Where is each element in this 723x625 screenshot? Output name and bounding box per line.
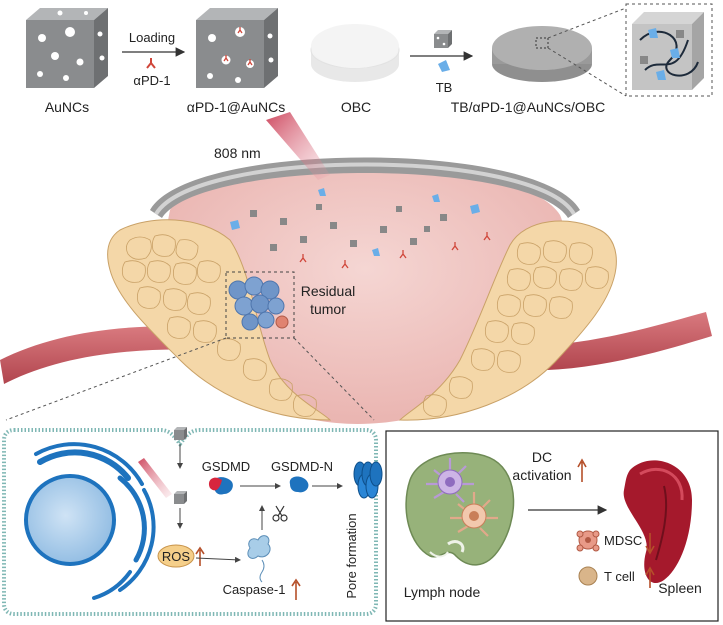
laser-beam bbox=[266, 112, 330, 180]
tb-crystal-icon bbox=[438, 60, 450, 72]
tcell-label: T cell bbox=[604, 569, 635, 584]
residual-label-line2: tumor bbox=[310, 301, 346, 317]
ros-badge bbox=[157, 544, 195, 568]
spleen-label: Spleen bbox=[658, 580, 702, 596]
dc-label-line2: activation bbox=[512, 467, 571, 483]
normal-cells-left bbox=[121, 234, 317, 417]
obc-label: OBC bbox=[341, 99, 371, 115]
lymph-label: Lymph node bbox=[404, 584, 481, 600]
obc-disc-icon bbox=[310, 24, 400, 82]
gsdmd-label: GSDMD bbox=[202, 459, 250, 474]
tb-label: TB bbox=[436, 80, 453, 95]
normal-tissue-left bbox=[107, 219, 332, 421]
antibody-icon bbox=[146, 58, 156, 69]
normal-tissue-right bbox=[398, 220, 617, 421]
cell-laser-icon bbox=[138, 458, 172, 498]
gsdmd-protein-icon bbox=[208, 477, 233, 495]
scissors-icon bbox=[272, 505, 288, 522]
aunc-label: AuNCs bbox=[45, 99, 89, 115]
apd1-aunc-label: αPD-1@AuNCs bbox=[187, 99, 286, 115]
caspase-icon bbox=[247, 535, 271, 583]
residual-tumor-box bbox=[225, 271, 295, 339]
residual-label-line1: Residual bbox=[301, 283, 355, 299]
apd1-aunc-cube-icon bbox=[196, 8, 278, 88]
cell-cube-top-icon bbox=[174, 427, 187, 440]
caspase-label: Caspase-1 bbox=[223, 582, 286, 597]
mdsc-cell-icon bbox=[576, 530, 600, 552]
obc-film-highlight bbox=[154, 162, 576, 216]
dendritic-cell-icon-2 bbox=[450, 492, 498, 537]
nucleus-icon bbox=[24, 442, 156, 600]
cell-membrane bbox=[2, 428, 378, 616]
apd1-label: αPD-1 bbox=[133, 73, 170, 88]
pore-label: Pore formation bbox=[344, 513, 359, 598]
released-particles bbox=[230, 188, 491, 269]
lymph-node-icon bbox=[405, 452, 515, 566]
cell-cube-mid-icon bbox=[174, 491, 187, 504]
loading-label: Loading bbox=[129, 30, 175, 45]
composite-disc-icon bbox=[492, 26, 592, 82]
dc-up-arrow bbox=[577, 458, 587, 482]
zoom-inset bbox=[625, 3, 713, 97]
small-cube-icon bbox=[434, 30, 452, 48]
cell-zoom-line-right bbox=[293, 337, 375, 421]
composite-label: TB/αPD-1@AuNCs/OBC bbox=[451, 99, 606, 115]
residual-tumor-cells bbox=[228, 276, 289, 331]
gsdmdn-protein-icon bbox=[289, 476, 309, 493]
mdsc-label: MDSC bbox=[604, 533, 642, 548]
tcell-icon bbox=[578, 566, 598, 586]
laser-label: 808 nm bbox=[214, 145, 261, 161]
ros-label: ROS bbox=[162, 549, 191, 564]
gsdmdn-label: GSDMD-N bbox=[271, 459, 333, 474]
tcell-up-arrow bbox=[645, 566, 655, 588]
dc-label-line1: DC bbox=[532, 449, 552, 465]
spleen-icon bbox=[623, 460, 692, 584]
normal-cells-right bbox=[422, 240, 609, 417]
dendritic-cell-icon-1 bbox=[426, 458, 474, 503]
caspase-arrow bbox=[195, 556, 241, 563]
aunc-cube-icon bbox=[26, 8, 108, 88]
mdsc-down-arrow bbox=[645, 533, 655, 555]
zoom-line-top bbox=[547, 7, 627, 39]
caspase-up-arrow bbox=[291, 578, 301, 600]
pore-icon bbox=[353, 461, 383, 499]
